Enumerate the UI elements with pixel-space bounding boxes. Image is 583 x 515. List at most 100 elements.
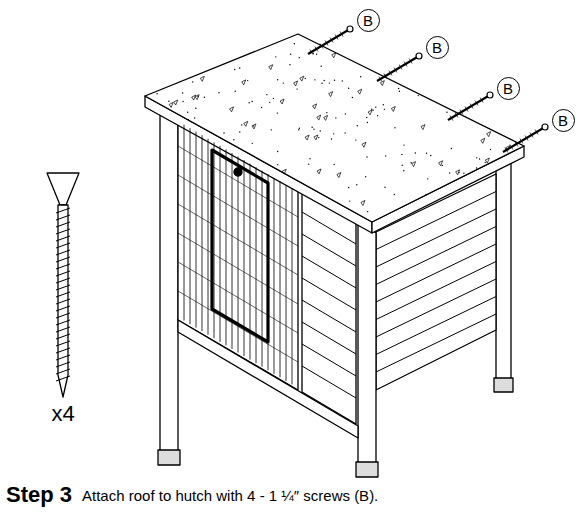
screw-thread xyxy=(470,104,473,109)
roof-texture xyxy=(239,131,240,132)
roof-texture xyxy=(401,165,402,166)
roof-texture xyxy=(348,187,349,188)
screw-thread xyxy=(465,107,468,112)
screw-thread xyxy=(56,243,70,248)
roof-texture xyxy=(367,122,368,123)
roof-texture xyxy=(481,138,485,143)
roof-texture xyxy=(485,162,486,163)
wire-bar xyxy=(178,204,298,275)
hutch-leg xyxy=(496,160,511,385)
roof-texture xyxy=(280,99,284,104)
screw-thread xyxy=(394,68,397,73)
roof-texture xyxy=(277,112,278,113)
roof-texture xyxy=(321,65,322,66)
screw-thread xyxy=(320,44,323,49)
roof-texture xyxy=(442,165,443,166)
roof-texture xyxy=(318,137,319,138)
roof-texture xyxy=(230,107,234,112)
screw-thread xyxy=(455,113,458,118)
step-instruction: Attach roof to hutch with 4 - 1 ¼″ screw… xyxy=(82,488,378,505)
screw-thread xyxy=(315,47,318,52)
screw-thread xyxy=(56,306,70,311)
roof-texture xyxy=(290,54,291,55)
roof-texture xyxy=(366,117,367,118)
roof-texture xyxy=(192,81,193,82)
roof-texture xyxy=(252,143,253,144)
side-slat xyxy=(376,209,496,267)
roof-texture xyxy=(182,101,183,102)
roof-texture xyxy=(234,69,235,70)
screw-thread xyxy=(56,271,70,276)
roof-texture xyxy=(334,80,335,81)
roof-texture xyxy=(398,88,399,89)
screw-thread xyxy=(399,65,402,70)
roof-texture xyxy=(321,83,322,84)
roof-texture xyxy=(300,76,304,81)
roof-texture xyxy=(451,148,452,149)
screw-thread xyxy=(535,130,538,135)
screw-thread xyxy=(56,299,70,304)
wire-bar xyxy=(262,171,263,367)
screw-thread xyxy=(56,278,70,283)
roof-texture xyxy=(384,109,385,110)
screw-thread xyxy=(335,35,338,40)
wire-bar xyxy=(244,160,245,356)
screw-thread xyxy=(56,257,70,262)
screw-thread xyxy=(56,320,70,325)
roof-texture xyxy=(375,106,376,107)
roof-texture xyxy=(368,110,372,115)
callout-letter: B xyxy=(432,40,442,55)
roof-texture xyxy=(298,129,299,130)
roof-texture xyxy=(252,124,256,129)
roof-texture xyxy=(349,200,350,201)
roof-texture xyxy=(247,80,248,81)
roof-texture xyxy=(251,101,252,102)
roof-texture xyxy=(273,98,274,99)
roof-texture xyxy=(352,97,353,98)
roof-texture xyxy=(314,135,318,140)
roof-texture xyxy=(261,107,262,108)
roof-texture xyxy=(372,110,373,111)
roof-texture xyxy=(174,100,178,105)
callout-letter: B xyxy=(558,113,568,128)
roof-texture xyxy=(335,117,336,118)
roof-texture xyxy=(366,156,367,157)
roof-texture xyxy=(367,211,368,212)
wire-bar xyxy=(268,174,269,370)
side-slat xyxy=(376,244,496,302)
screw-thread xyxy=(505,148,508,153)
side-slat xyxy=(376,297,496,355)
roof-texture xyxy=(394,127,395,128)
roof-texture xyxy=(355,139,356,140)
roof-texture xyxy=(282,169,286,174)
roof-texture xyxy=(384,187,385,188)
roof-texture xyxy=(244,121,248,126)
roof-texture xyxy=(241,124,242,125)
wire-bar xyxy=(220,146,221,342)
screw-thread xyxy=(56,215,70,220)
wire-bar xyxy=(178,262,298,333)
side-slat xyxy=(376,314,496,372)
screw-thread xyxy=(56,250,70,255)
roof-texture xyxy=(403,144,404,145)
screw-thread xyxy=(56,236,70,241)
roof-texture xyxy=(446,111,447,112)
hutch-leg xyxy=(358,223,376,466)
wire-bar xyxy=(238,157,239,353)
roof-texture xyxy=(320,130,321,131)
wire-bar xyxy=(178,175,298,246)
roof-texture xyxy=(266,94,267,95)
screw-head xyxy=(416,53,422,59)
roof-texture xyxy=(192,95,196,100)
roof-texture xyxy=(242,80,246,85)
screw-thread xyxy=(56,222,70,227)
roof-texture xyxy=(239,67,240,68)
wire-bar xyxy=(280,181,281,377)
roof-texture xyxy=(316,54,317,55)
roof-texture xyxy=(383,104,384,105)
screw-head xyxy=(47,173,79,205)
leg-foot xyxy=(356,462,378,477)
roof-texture xyxy=(333,133,334,134)
wire-bar xyxy=(256,167,257,363)
